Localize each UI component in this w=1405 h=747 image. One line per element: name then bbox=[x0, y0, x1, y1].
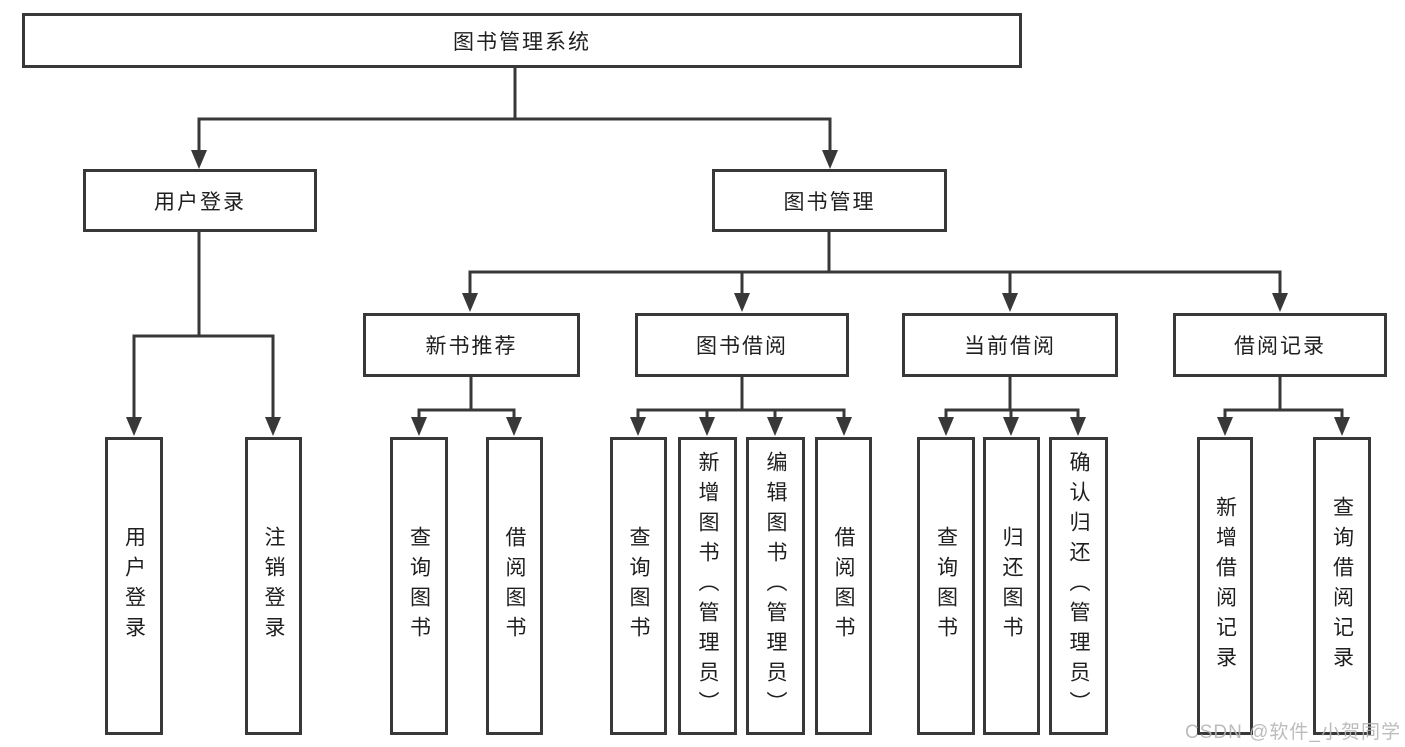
node-new-book-recommend-label: 新书推荐 bbox=[425, 335, 518, 358]
leaf-query-borrow-record-label: 查询借阅记录 bbox=[1330, 496, 1354, 676]
leaf-logout-label: 注销登录 bbox=[262, 526, 285, 646]
leaf-user-login: 用户登录 bbox=[105, 437, 163, 735]
leaf-edit-books-admin-label: 编辑图书（管理员） bbox=[764, 451, 787, 721]
leaf-add-books-admin-label: 新增图书（管理员） bbox=[696, 451, 719, 721]
leaf-add-borrow-record: 新增借阅记录 bbox=[1197, 437, 1253, 735]
leaf-query-books-3: 查询图书 bbox=[917, 437, 975, 735]
node-book-management-label: 图书管理 bbox=[783, 190, 876, 214]
leaf-add-books-admin: 新增图书（管理员） bbox=[678, 437, 737, 735]
leaf-borrow-books-1: 借阅图书 bbox=[486, 437, 543, 735]
leaf-borrow-books-2: 借阅图书 bbox=[815, 437, 872, 735]
leaf-query-borrow-record: 查询借阅记录 bbox=[1313, 437, 1371, 735]
leaf-borrow-books-2-label: 借阅图书 bbox=[832, 526, 855, 646]
csdn-watermark: CSDN @软件_小贺同学 bbox=[1185, 722, 1401, 743]
leaf-query-books-1: 查询图书 bbox=[390, 437, 448, 735]
node-user-login: 用户登录 bbox=[83, 169, 317, 232]
leaf-return-books-label: 归还图书 bbox=[1000, 526, 1023, 646]
node-current-borrowing-label: 当前借阅 bbox=[964, 335, 1056, 358]
node-book-management: 图书管理 bbox=[712, 169, 947, 232]
leaf-logout: 注销登录 bbox=[245, 437, 302, 735]
leaf-edit-books-admin: 编辑图书（管理员） bbox=[746, 437, 805, 735]
node-root: 图书管理系统 bbox=[22, 13, 1022, 68]
leaf-query-books-2: 查询图书 bbox=[610, 437, 667, 735]
leaf-return-books: 归还图书 bbox=[983, 437, 1040, 735]
node-borrowing-records: 借阅记录 bbox=[1173, 313, 1387, 377]
node-new-book-recommend: 新书推荐 bbox=[363, 313, 580, 377]
leaf-query-books-1-label: 查询图书 bbox=[407, 526, 431, 646]
leaf-user-login-label: 用户登录 bbox=[122, 526, 146, 646]
leaf-add-borrow-record-label: 新增借阅记录 bbox=[1213, 496, 1237, 676]
leaf-confirm-return-admin: 确认归还（管理员） bbox=[1049, 437, 1108, 735]
leaf-borrow-books-1-label: 借阅图书 bbox=[503, 526, 526, 646]
leaf-query-books-3-label: 查询图书 bbox=[934, 526, 958, 646]
leaf-confirm-return-admin-label: 确认归还（管理员） bbox=[1067, 451, 1090, 721]
leaf-query-books-2-label: 查询图书 bbox=[627, 526, 650, 646]
node-borrowing-records-label: 借阅记录 bbox=[1234, 335, 1326, 358]
arrowheads bbox=[126, 150, 1350, 436]
tree-edges bbox=[132, 66, 1344, 422]
node-user-login-label: 用户登录 bbox=[154, 190, 246, 214]
node-book-borrowing-label: 图书借阅 bbox=[696, 335, 788, 358]
node-book-borrowing: 图书借阅 bbox=[635, 313, 849, 377]
node-root-label: 图书管理系统 bbox=[453, 30, 591, 54]
node-current-borrowing: 当前借阅 bbox=[902, 313, 1118, 377]
